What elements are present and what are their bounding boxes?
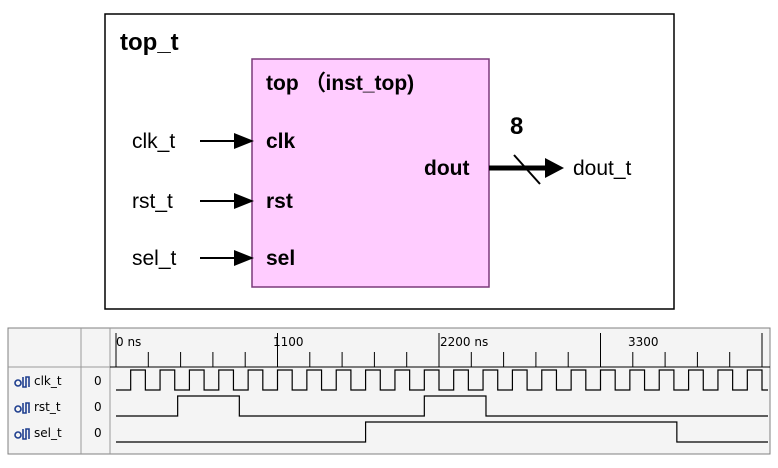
bus-width-label: 8 bbox=[510, 113, 523, 140]
signal-value: 0 bbox=[94, 426, 102, 440]
module-block bbox=[251, 58, 490, 288]
signal-icon bbox=[14, 428, 30, 440]
time-label: 0 ns bbox=[116, 335, 141, 349]
signal-value: 0 bbox=[94, 400, 102, 414]
output-port-label: dout bbox=[424, 157, 469, 180]
input-signal-label: rst_t bbox=[132, 190, 173, 213]
time-label: 1100 bbox=[273, 335, 304, 349]
time-label: 3300 bbox=[628, 335, 659, 349]
output-signal-label: dout_t bbox=[573, 157, 632, 180]
signal-icon bbox=[14, 402, 30, 414]
signal-trace-sel_t bbox=[116, 421, 768, 443]
input-port-label: sel bbox=[266, 247, 295, 270]
signal-trace-rst_t bbox=[116, 395, 768, 417]
output-arrowhead bbox=[545, 158, 564, 178]
input-port-label: clk bbox=[266, 130, 296, 153]
time-label: 2200 ns bbox=[440, 335, 488, 349]
bus-width-slash bbox=[513, 154, 541, 185]
signal-trace-clk_t bbox=[116, 369, 768, 391]
module-title: top （inst_top) bbox=[266, 71, 414, 95]
signal-name: clk_t bbox=[34, 374, 62, 388]
waveform-traces bbox=[116, 369, 768, 443]
signal-icon bbox=[14, 376, 30, 388]
signal-value: 0 bbox=[94, 374, 102, 388]
signal-row[interactable]: clk_t 0 bbox=[14, 374, 102, 388]
signal-row[interactable]: rst_t 0 bbox=[14, 400, 102, 414]
input-signal-label: sel_t bbox=[132, 247, 177, 270]
signal-row[interactable]: sel_t 0 bbox=[14, 426, 102, 440]
input-port-label: rst bbox=[266, 190, 293, 213]
signal-name: sel_t bbox=[34, 426, 62, 440]
signal-name: rst_t bbox=[34, 400, 61, 414]
outer-block-title: top_t bbox=[120, 29, 179, 56]
waveform-panel bbox=[7, 327, 771, 455]
input-signal-label: clk_t bbox=[132, 130, 175, 153]
time-ruler: 0 ns 1100 2200 ns 3300 bbox=[115, 333, 763, 367]
